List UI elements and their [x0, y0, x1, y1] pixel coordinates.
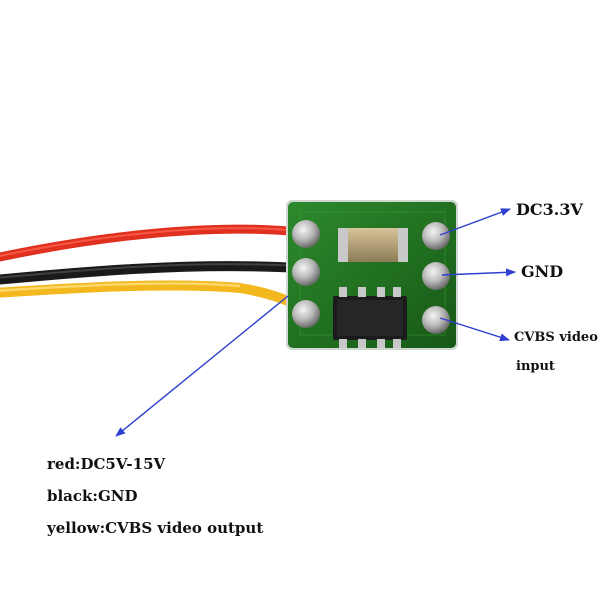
pad-right-3 — [422, 306, 450, 334]
yellow-wire — [0, 280, 305, 311]
label-cvbs-input-line2: input — [516, 359, 555, 374]
arrow-gnd — [441, 268, 516, 277]
label-dc33: DC3.3V — [516, 200, 583, 219]
label-yellow-wire: yellow:CVBS video output — [47, 519, 264, 537]
pad-right-2 — [422, 262, 450, 290]
label-black-wire: black:GND — [47, 487, 138, 505]
pad-left-2 — [292, 258, 320, 286]
pad-left-3 — [292, 300, 320, 328]
arrow-dc33 — [439, 208, 511, 236]
smd-capacitor — [338, 228, 408, 262]
label-red-wire: red:DC5V-15V — [47, 455, 166, 473]
ic-chip — [333, 287, 407, 348]
pad-left-1 — [292, 220, 320, 248]
arrow-wires — [115, 295, 289, 437]
label-cvbs-input-line1: CVBS video — [514, 330, 598, 345]
label-gnd: GND — [521, 262, 564, 281]
pcb-board — [286, 200, 458, 350]
pad-right-1 — [422, 222, 450, 250]
arrow-cvbs-input — [439, 317, 510, 342]
black-wire — [0, 261, 305, 285]
